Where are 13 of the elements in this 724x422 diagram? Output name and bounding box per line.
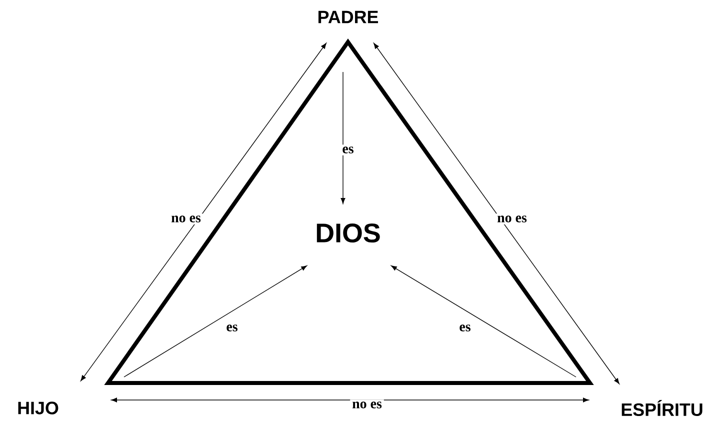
arrow xyxy=(111,398,589,402)
edge-label: es xyxy=(457,322,473,334)
vertex-label: PADRE xyxy=(318,10,378,24)
center-label: DIOS xyxy=(316,223,380,243)
vertex-label: ESPÍRITU xyxy=(622,400,702,416)
edge-label: no es xyxy=(169,214,203,224)
edge-label: no es xyxy=(495,214,529,224)
edge-label: es xyxy=(340,144,356,156)
vertex-label: HIJO xyxy=(18,402,58,414)
arrow xyxy=(374,42,620,384)
edge-label: no es xyxy=(350,400,384,410)
edge-label: es xyxy=(224,322,240,334)
arrow xyxy=(80,42,326,382)
